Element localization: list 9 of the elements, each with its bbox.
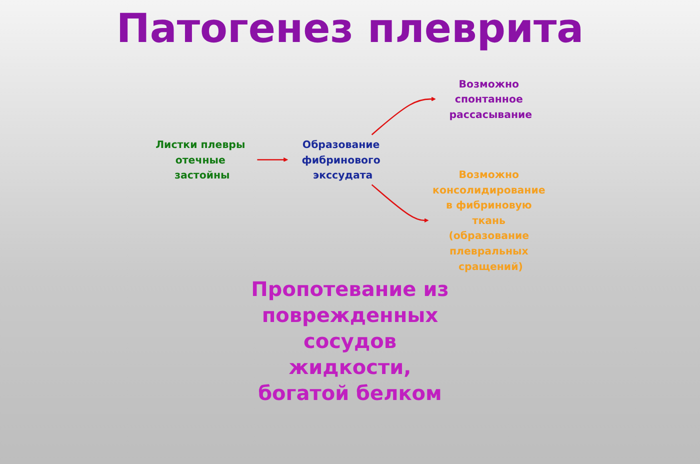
note-text: Пропотевание из поврежденных сосудов жидкости, богатой белком [250, 276, 450, 406]
node-text: Листки плевры отечные застойны [156, 138, 246, 182]
arrow [371, 96, 436, 136]
arrow [257, 157, 288, 162]
arrow [371, 184, 429, 223]
node-text: Возможно спонтанное рассасывание [449, 78, 532, 120]
node-text: Возможно консолидирование в фибриновую ткань (образование плевральных сращений) [432, 168, 546, 272]
node-text: Образование фибринового экссудата [302, 138, 380, 182]
title: Патогенез плеврита [116, 6, 584, 52]
